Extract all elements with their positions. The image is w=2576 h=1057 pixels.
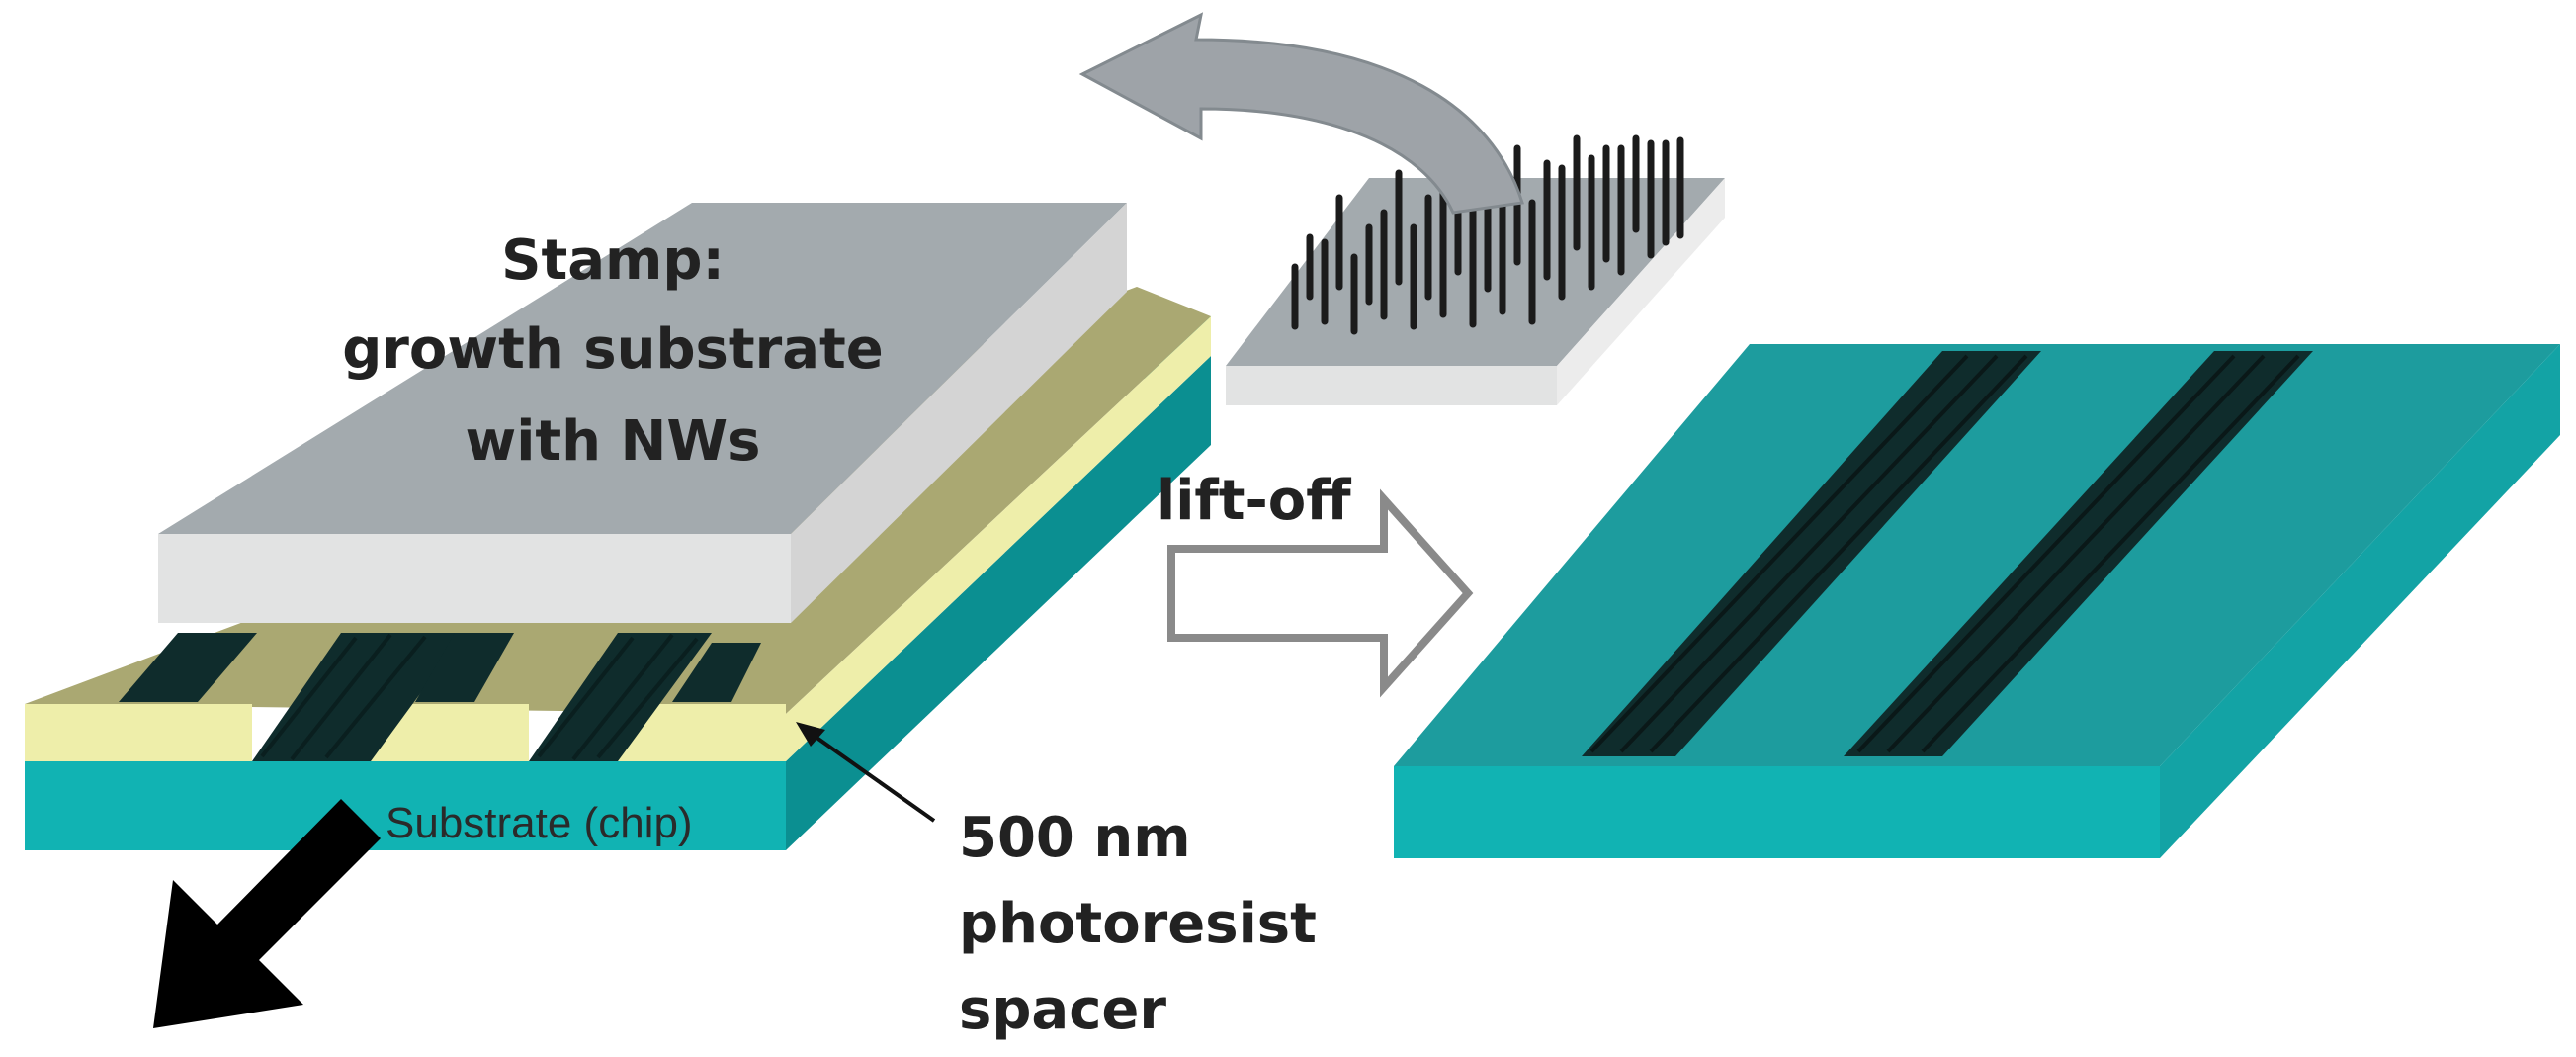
substrate-label: Substrate (chip) — [386, 799, 693, 847]
nanowire-strands-left — [260, 633, 699, 761]
stamp-label-line3: with NWs — [465, 409, 760, 474]
nanowire-stripe-strands — [1589, 354, 2300, 753]
stamp-top — [158, 203, 1127, 534]
result-chip-side — [2160, 344, 2560, 858]
nanowire-array — [1291, 134, 1684, 335]
spacer-pointer-line — [804, 728, 936, 823]
black-arrow-icon — [153, 799, 381, 1028]
stamp-front — [158, 534, 791, 623]
lift-off-label: lift-off — [1157, 469, 1351, 533]
spacer-strip-3 — [618, 704, 786, 761]
curved-arrow-icon — [1078, 12, 1524, 215]
spacer-pointer-head — [796, 722, 825, 747]
chip-front — [25, 761, 786, 850]
spacer-strip-2 — [371, 704, 529, 761]
small-stamp-front — [1226, 366, 1557, 405]
spacer-strip-1 — [25, 704, 252, 761]
stamp-label-line2: growth substrate — [342, 317, 884, 382]
chip-side — [786, 356, 1211, 850]
stamp-side — [791, 203, 1127, 623]
small-stamp — [1226, 134, 1725, 405]
result-chip — [1394, 344, 2560, 858]
result-chip-front — [1394, 766, 2160, 858]
spacer-label-line1: 500 nm — [959, 806, 1191, 870]
hollow-right-arrow-icon — [1167, 488, 1474, 698]
spacer-label-line2: photoresist — [959, 892, 1317, 956]
spacer-right-face — [786, 316, 1211, 761]
left-assembly: Stamp: growth substrate with NWs Substra… — [25, 203, 1211, 850]
spacer-label-line3: spacer — [959, 978, 1166, 1042]
stamp-label-line1: Stamp: — [501, 228, 725, 293]
